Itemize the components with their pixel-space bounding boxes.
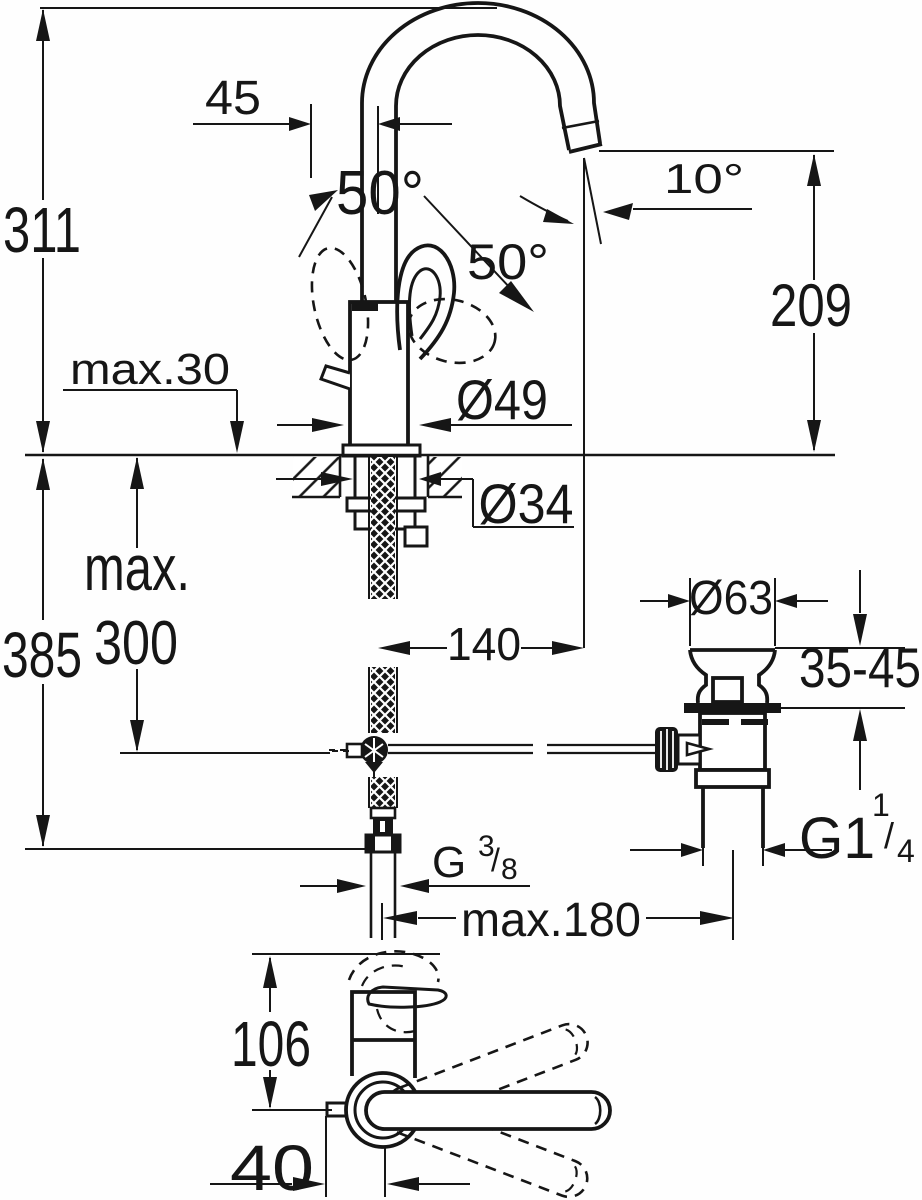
dim-handle-clearance: 45 <box>193 72 452 214</box>
dim-supply-thread: G 3 / 8 <box>300 830 530 893</box>
loop-handle <box>395 243 457 361</box>
dim-waste-flange: Ø63 <box>640 572 828 646</box>
handle-bar <box>364 1090 612 1131</box>
supply-pipe-end <box>369 852 397 938</box>
thread-label-g38: G <box>432 838 466 887</box>
dim-label-385: 385 <box>2 619 82 691</box>
dim-label-140: 140 <box>447 618 521 670</box>
dim-label-max: max. <box>84 532 190 604</box>
dim-label-45: 45 <box>205 72 261 125</box>
dim-label-40: 40 <box>230 1132 314 1200</box>
thread-label-g38-num: 3 <box>478 830 495 863</box>
dim-deck-thickness: max.30 <box>63 345 244 453</box>
thread-label-g38-den: 8 <box>501 853 518 886</box>
countertop-section <box>25 453 835 499</box>
dim-label-o34: Ø34 <box>479 472 574 535</box>
mixer-body <box>319 300 422 458</box>
spout <box>360 1 603 154</box>
dim-spout-tilt: 10° <box>519 155 752 245</box>
dim-label-10: 10° <box>664 155 744 202</box>
handle-bar-swing-down <box>385 1095 589 1199</box>
dim-label-max180: max.180 <box>461 894 641 947</box>
dim-label-o63: Ø63 <box>689 572 773 625</box>
dim-rod-reach: max.180 <box>381 894 734 947</box>
dim-label-3545: 35-45 <box>799 636 921 699</box>
handle-bar-swing-up <box>385 1022 589 1126</box>
dim-label-300: 300 <box>94 609 178 678</box>
pop-up-rod <box>388 743 656 755</box>
dim-label-max30: max.30 <box>70 345 230 394</box>
riser-tube <box>360 103 398 302</box>
dim-label-106: 106 <box>231 1008 311 1080</box>
dim-outlet-height: 209 <box>599 150 852 452</box>
dim-waste-thread: G1 1 / 4 <box>630 787 915 871</box>
waste-tailpipe <box>701 787 765 848</box>
thread-label-g1-num: 1 <box>872 787 890 823</box>
dim-body-height: 106 <box>231 953 440 1111</box>
dim-swing-angles: 50° 50° <box>298 159 549 312</box>
dim-rod-offset: 40 <box>210 1116 470 1200</box>
pop-up-waste-assembly <box>655 648 781 936</box>
thread-label-g1: G1 <box>799 806 875 871</box>
faucet-side-view <box>310 1 603 458</box>
dim-label-50-right: 50° <box>467 234 549 290</box>
dim-hose-length: max. 300 <box>84 457 350 754</box>
faucet-front-view <box>325 950 612 1199</box>
dim-label-50-left: 50° <box>336 159 424 228</box>
thread-label-g38-slash: / <box>491 842 500 878</box>
thread-label-g1-slash: / <box>884 815 894 856</box>
dim-base-diameter: Ø49 <box>277 368 572 432</box>
dim-label-311: 311 <box>3 194 81 266</box>
thread-label-g1-den: 4 <box>897 833 915 869</box>
dim-basin-thickness: 35-45 <box>770 570 921 790</box>
dim-spout-reach: 140 <box>378 158 585 670</box>
dim-total-height: 311 <box>3 7 497 453</box>
dim-label-209: 209 <box>770 272 852 339</box>
dim-hole-diameter: Ø34 <box>276 472 574 535</box>
dim-label-o49: Ø49 <box>456 368 548 431</box>
handle-swing-positions <box>310 246 497 365</box>
dim-depth-below: 385 <box>2 458 367 850</box>
supply-hose <box>329 457 402 938</box>
lever-top <box>366 985 448 1009</box>
